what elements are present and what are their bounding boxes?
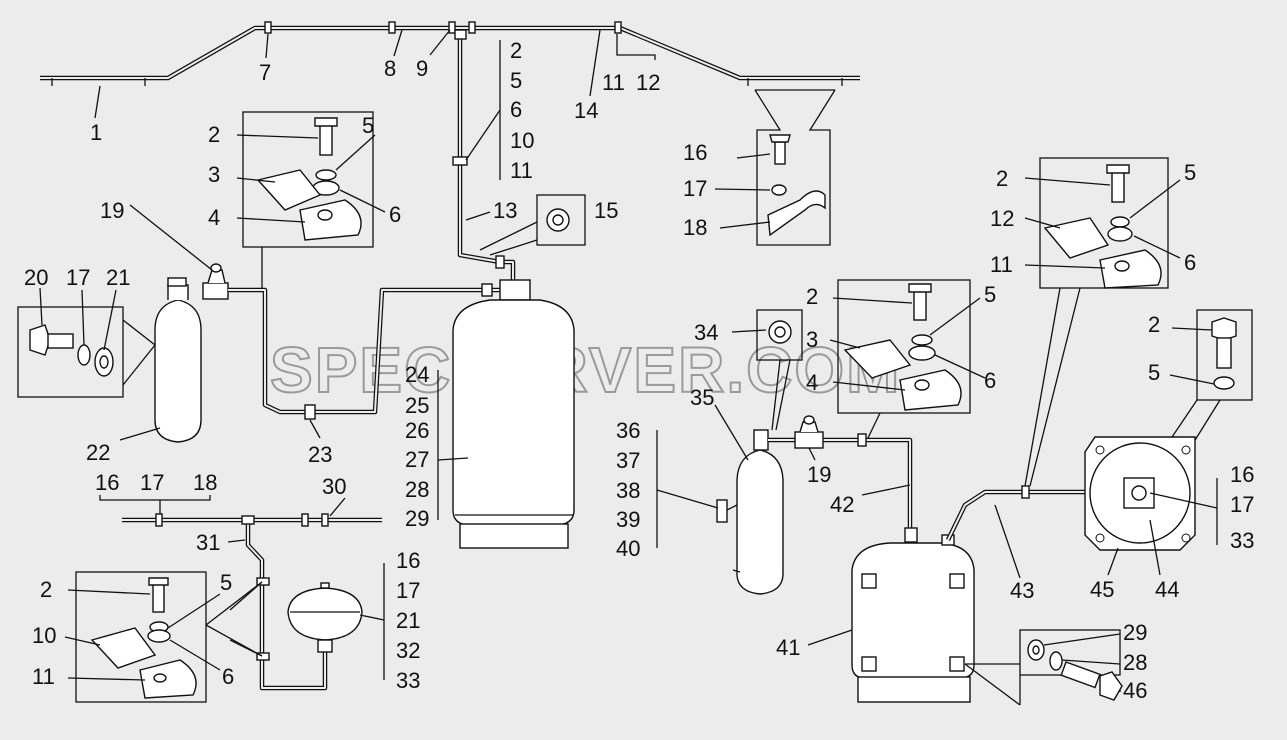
callout-16-harness: 16 (95, 470, 119, 495)
callout-46-fastener: 46 (1123, 678, 1147, 703)
callout-28-fastener: 28 (1123, 650, 1147, 675)
callout-6-clamp4: 6 (1184, 250, 1196, 275)
clamp-detail-box-1 (242, 111, 374, 248)
callout-17-harness: 17 (140, 470, 164, 495)
callout-21-receiver: 21 (396, 608, 420, 633)
bolt-detail-box (1196, 309, 1253, 401)
callout-12-top: 12 (636, 70, 660, 95)
fitting-detail-box (17, 306, 124, 398)
callout-20: 20 (24, 265, 48, 290)
callout-43: 43 (1010, 578, 1034, 603)
callout-19-left: 19 (100, 198, 124, 223)
callout-34: 34 (694, 320, 718, 345)
callout-11-clamp3: 11 (32, 664, 55, 689)
callout-7: 7 (259, 60, 271, 85)
callout-40: 40 (616, 536, 640, 561)
callout-33-receiver: 33 (396, 668, 420, 693)
callout-17-bracket: 17 (683, 176, 707, 201)
callout-3-clamp2: 3 (806, 327, 818, 352)
callout-11-top: 11 (602, 70, 625, 95)
callout-37: 37 (616, 448, 640, 473)
callout-6-group1: 6 (510, 97, 522, 122)
callout-21-fitting: 21 (106, 265, 130, 290)
callout-25: 25 (405, 393, 429, 418)
callout-33-plate: 33 (1230, 528, 1254, 553)
callout-39: 39 (616, 507, 640, 532)
callout-10-clamp3: 10 (32, 623, 56, 648)
callout-1: 1 (90, 120, 102, 145)
callout-31: 31 (196, 530, 220, 555)
mounting-plate (1084, 436, 1196, 551)
callout-18-bracket: 18 (683, 215, 707, 240)
callout-14: 14 (574, 98, 598, 123)
callout-2-bolt: 2 (1148, 312, 1160, 337)
callout-17-fitting: 17 (66, 265, 90, 290)
callout-5-clamp4: 5 (1184, 160, 1196, 185)
clamp-detail-box-4 (1039, 157, 1169, 289)
callout-29-fastener: 29 (1123, 620, 1147, 645)
washer-15-box (536, 194, 586, 246)
callout-27: 27 (405, 447, 429, 472)
callout-36: 36 (616, 418, 640, 443)
callout-8: 8 (384, 56, 396, 81)
callout-42: 42 (830, 492, 854, 517)
callout-5-bolt: 5 (1148, 360, 1160, 385)
clamp-detail-box-3 (75, 571, 207, 703)
callout-18-harness: 18 (193, 470, 217, 495)
clamp-detail-box-2 (837, 279, 971, 414)
callout-5-clamp1: 5 (362, 113, 374, 138)
callout-24: 24 (405, 362, 429, 387)
callout-9: 9 (416, 56, 428, 81)
small-receiver (287, 582, 363, 653)
callout-22: 22 (86, 440, 110, 465)
callout-29: 29 (405, 506, 429, 531)
callout-6-clamp1: 6 (389, 202, 401, 227)
callout-44: 44 (1155, 577, 1179, 602)
callout-41: 41 (776, 635, 800, 660)
compressor-41 (851, 534, 975, 703)
callout-2-clamp2: 2 (806, 284, 818, 309)
callout-5-clamp2: 5 (984, 282, 996, 307)
callout-45: 45 (1090, 577, 1114, 602)
callout-11-group1: 11 (510, 158, 533, 183)
callout-16-bracket: 16 (683, 140, 707, 165)
top-pipe-harness (40, 21, 860, 285)
callout-4-clamp1: 4 (208, 205, 220, 230)
callout-15: 15 (594, 198, 618, 223)
callout-13: 13 (493, 198, 517, 223)
callout-38: 38 (616, 478, 640, 503)
callout-2-clamp4: 2 (996, 166, 1008, 191)
callout-30: 30 (322, 474, 346, 499)
callout-5-clamp3: 5 (220, 570, 232, 595)
callout-23: 23 (308, 442, 332, 467)
callout-17-plate: 17 (1230, 492, 1254, 517)
callout-11-clamp4: 11 (990, 252, 1013, 277)
small-cylinder-22 (154, 263, 229, 443)
callout-17-receiver: 17 (396, 578, 420, 603)
cylinder-35 (716, 429, 784, 595)
callout-4-clamp2: 4 (806, 370, 818, 395)
main-tank (452, 279, 575, 549)
callout-10-group1: 10 (510, 128, 534, 153)
callout-3-clamp1: 3 (208, 162, 220, 187)
callout-2-clamp1: 2 (208, 122, 220, 147)
callout-5-group1: 5 (510, 68, 522, 93)
callout-6-clamp2: 6 (984, 368, 996, 393)
callout-19-right: 19 (807, 462, 831, 487)
callout-12-clamp4: 12 (990, 206, 1014, 231)
callout-2-group1: 2 (510, 38, 522, 63)
callout-32-receiver: 32 (396, 638, 420, 663)
callout-16-receiver: 16 (396, 548, 420, 573)
callout-28: 28 (405, 477, 429, 502)
callout-6-clamp3: 6 (222, 664, 234, 689)
callout-2-clamp3: 2 (40, 577, 52, 602)
callout-35: 35 (690, 385, 714, 410)
callout-16-plate: 16 (1230, 462, 1254, 487)
callout-26: 26 (405, 418, 429, 443)
